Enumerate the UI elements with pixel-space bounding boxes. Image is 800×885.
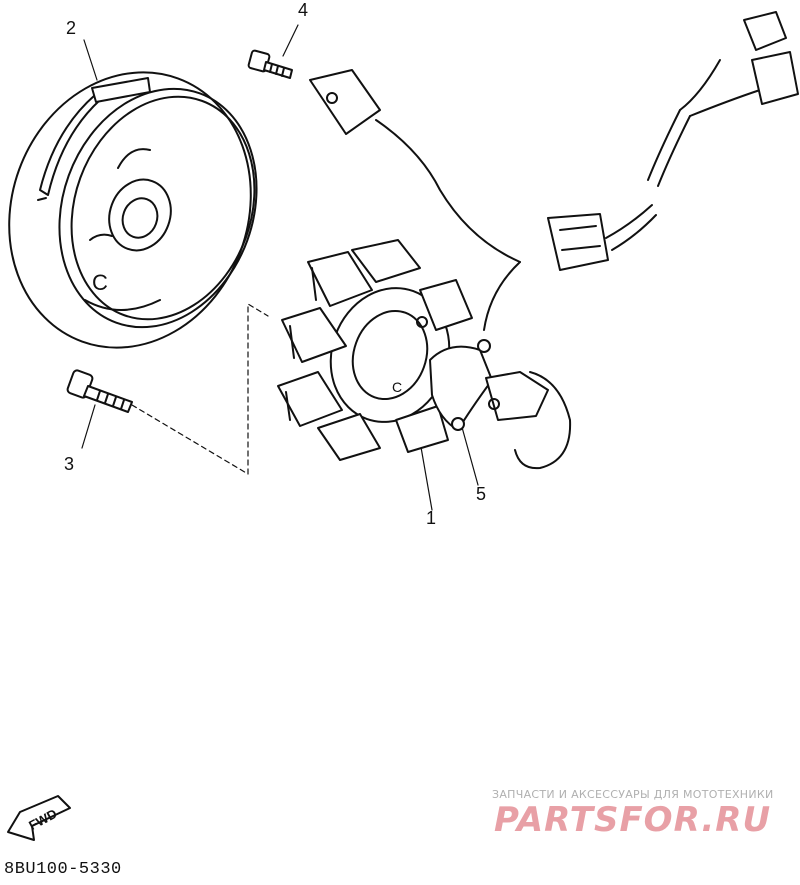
- pickup-coil[interactable]: [429, 339, 572, 470]
- callout-5: 5: [476, 484, 487, 504]
- stator-assembly[interactable]: C: [277, 239, 473, 461]
- svg-text:C: C: [392, 379, 402, 395]
- callout-1: 1: [426, 508, 437, 528]
- wire-harness[interactable]: [309, 11, 799, 331]
- fwd-arrow-icon: [7, 795, 71, 841]
- flywheel-rotor[interactable]: C: [0, 38, 289, 382]
- callout-4: 4: [298, 0, 309, 20]
- callout-3: 3: [64, 454, 75, 474]
- watermark-tagline: ЗАПЧАСТИ И АКСЕССУАРЫ ДЛЯ МОТОТЕХНИКИ: [492, 788, 774, 801]
- callout-2: 2: [66, 18, 77, 38]
- watermark-logo: PARTSFOR.RU: [494, 800, 772, 840]
- diagram-code: 8BU100-5330: [4, 860, 122, 879]
- bolt-long[interactable]: [66, 369, 133, 413]
- bolt-small[interactable]: [247, 49, 293, 79]
- svg-text:C: C: [92, 270, 108, 295]
